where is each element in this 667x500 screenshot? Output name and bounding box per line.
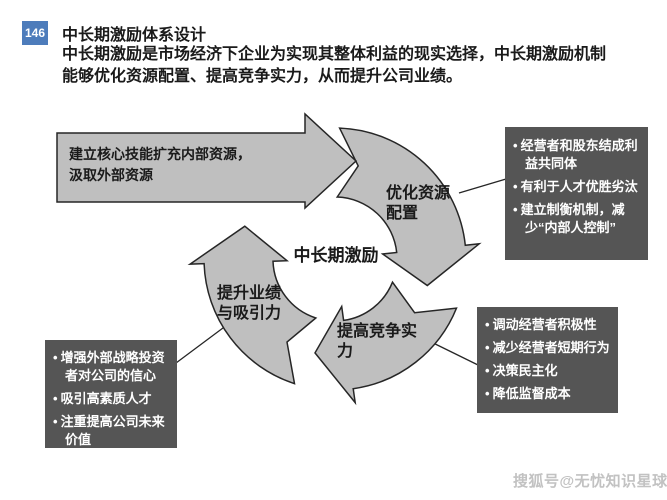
bullet-item: 增强外部战略投资者对公司的信心: [53, 349, 171, 385]
cycle-arrow-performance: [187, 225, 318, 385]
bullet-item: 有利于人才优胜劣汰: [513, 178, 642, 196]
cycle-center-label: 中长期激励: [293, 246, 379, 265]
watermark: 搜狐号@无忧知识星球: [513, 473, 667, 490]
callout-optimize-effects: 经营者和股东结成利益共同体 有利于人才优胜劣汰 建立制衡机制，减少“内部人控制”: [505, 127, 648, 260]
bullet-item: 建立制衡机制，减少“内部人控制”: [513, 201, 642, 237]
slide-title: 中长期激励体系设计: [62, 27, 207, 44]
bullet-item: 减少经营者短期行为: [485, 339, 612, 357]
input-arrow-shape: [56, 112, 358, 210]
callout-performance-effects: 增强外部战略投资者对公司的信心 吸引高素质人才 注重提高公司未来价值: [45, 340, 177, 448]
page-number-badge: 146: [22, 21, 48, 45]
cycle-label-performance: 提升业绩与吸引力: [216, 285, 281, 322]
bullet-item: 降低监督成本: [485, 385, 612, 403]
cycle-arrow-compete: [314, 280, 458, 406]
cycle-arrow-optimize: [335, 127, 482, 287]
bullet-item: 注重提高公司未来价值: [53, 413, 171, 449]
connector-performance-line: [175, 321, 232, 364]
slide-body: 中长期激励是市场经济下企业为实现其整体利益的现实选择，中长期激励机制能够优化资源…: [62, 46, 607, 85]
bullet-item: 吸引高素质人才: [53, 390, 171, 408]
callout-compete-effects: 调动经营者积极性 减少经营者短期行为 决策民主化 降低监督成本: [477, 307, 618, 413]
cycle-label-compete: 提高竞争实力: [337, 323, 418, 360]
connector-optimize-line: [458, 178, 507, 194]
bullet-item: 调动经营者积极性: [485, 316, 612, 334]
input-arrow-label: 建立核心技能扩充内部资源，汲取外部资源: [69, 146, 251, 183]
cycle-label-optimize: 优化资源配置: [386, 185, 451, 222]
bullet-item: 决策民主化: [485, 362, 612, 380]
bullet-item: 经营者和股东结成利益共同体: [513, 137, 642, 173]
